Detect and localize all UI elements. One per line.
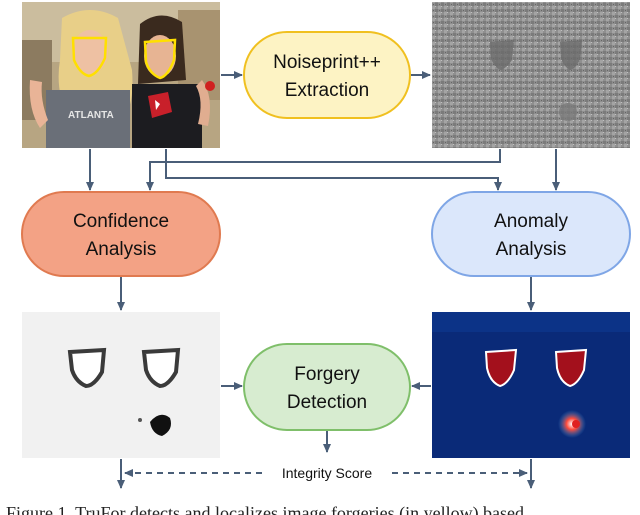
- conf-dot: [138, 418, 142, 422]
- node-anomaly: Anomaly Analysis: [431, 191, 631, 277]
- node-forgery: Forgery Detection: [243, 343, 411, 431]
- heat-spot: [572, 420, 580, 428]
- noise-face-right: [560, 40, 582, 70]
- confidence-line2: Analysis: [86, 239, 157, 260]
- extraction-line2: Extraction: [285, 80, 369, 101]
- confidence-map: [22, 312, 220, 458]
- arrow-photo-to-anomaly: [165, 149, 502, 191]
- held-object: [205, 81, 215, 91]
- confidence-line1: Confidence: [73, 211, 169, 232]
- conf-face-right: [141, 347, 181, 389]
- right-face-outline: [143, 38, 177, 80]
- heat-strip: [432, 312, 630, 332]
- extraction-line1: Noiseprint++: [273, 52, 381, 73]
- node-confidence: Confidence Analysis: [21, 191, 221, 277]
- input-photo: ATLANTA: [22, 2, 220, 148]
- conf-spot: [150, 414, 171, 436]
- anomaly-heatmap: [432, 312, 630, 458]
- left-person-arm: [29, 80, 48, 128]
- anomaly-line2: Analysis: [496, 239, 567, 260]
- noise-face-left: [490, 40, 514, 70]
- noiseprint-image: [432, 2, 630, 148]
- left-face-outline: [71, 36, 108, 78]
- integrity-score-label: Integrity Score: [282, 465, 372, 481]
- arrow-noiseprint-to-confidence: [146, 149, 501, 191]
- conf-face-left: [67, 347, 107, 389]
- node-extraction: Noiseprint++ Extraction: [243, 31, 411, 119]
- shirt-graphic-star: [155, 100, 160, 110]
- noise-blob: [559, 103, 577, 121]
- shirt-text: ATLANTA: [68, 110, 114, 121]
- shirt-graphic: [148, 92, 172, 118]
- caption-text: Figure 1. TruFor detects and localizes i…: [6, 503, 525, 515]
- forgery-line2: Detection: [287, 392, 367, 413]
- forgery-line1: Forgery: [294, 364, 360, 385]
- figure-caption: Figure 1. TruFor detects and localizes i…: [0, 502, 640, 515]
- right-person-arm: [196, 80, 210, 126]
- right-person-face: [144, 35, 176, 77]
- heat-face-right: [554, 348, 588, 388]
- anomaly-line1: Anomaly: [494, 211, 568, 232]
- heat-face-left: [484, 348, 518, 388]
- left-person-face: [72, 30, 108, 74]
- left-person-shirt: [46, 90, 130, 148]
- arrows: [86, 71, 560, 489]
